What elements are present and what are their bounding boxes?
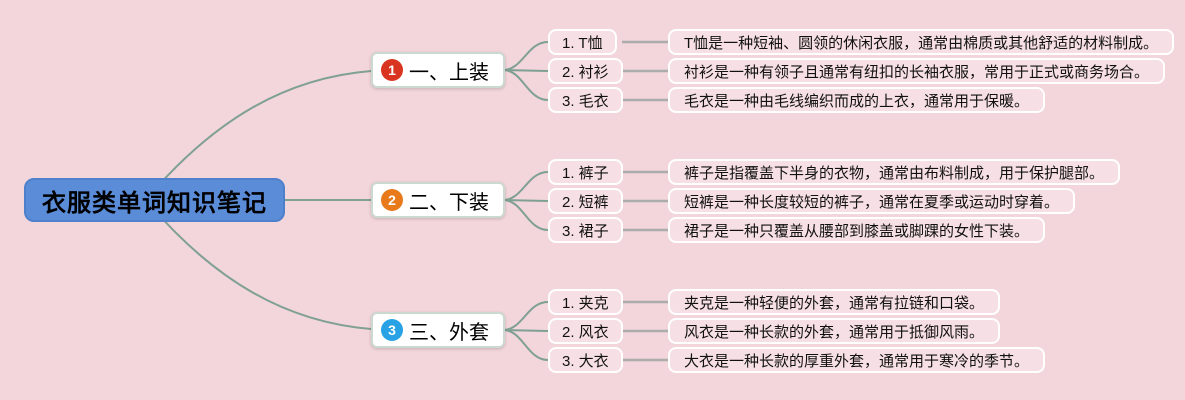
detail-node-overcoat[interactable]: 大衣是一种长款的厚重外套，通常用于寒冷的季节。: [668, 347, 1046, 373]
connector-b2-i1: [502, 171, 549, 201]
detail-node-sweater[interactable]: 毛衣是一种由毛线编织而成的上衣，通常用于保暖。: [668, 87, 1046, 113]
sub-node-shorts[interactable]: 2. 短裤: [548, 188, 623, 214]
detail-node-pants[interactable]: 裤子是指覆盖下半身的衣物，通常由布料制成，用于保护腿部。: [668, 159, 1121, 185]
connector-root-branch1: [149, 70, 372, 196]
connector-b2-i2: [502, 199, 549, 202]
sub-node-jacket[interactable]: 1. 夹克: [548, 289, 623, 315]
connector-b1-i3: [502, 69, 549, 101]
sub-node-shirt[interactable]: 2. 衬衫: [548, 58, 623, 84]
sub-node-tshirt[interactable]: 1. T恤: [548, 29, 617, 55]
connector-b1-i1: [502, 41, 549, 71]
connector-b3-i3: [502, 329, 549, 361]
branch-node-bottoms[interactable]: 2 二、下装: [371, 182, 505, 218]
root-node[interactable]: 衣服类单词知识笔记: [24, 178, 285, 222]
detail-node-shirt[interactable]: 衬衫是一种有领子且通常有纽扣的长袖衣服，常用于正式或商务场合。: [668, 58, 1166, 84]
connector-b3-i2: [502, 329, 549, 332]
detail-node-trenchcoat[interactable]: 风衣是一种长款的外套，通常用于抵御风雨。: [668, 318, 1001, 344]
sub-node-sweater[interactable]: 3. 毛衣: [548, 87, 623, 113]
branch-label: 一、上装: [409, 61, 489, 84]
branch-number-badge: 1: [381, 59, 403, 81]
branch-node-tops[interactable]: 1 一、上装: [371, 52, 505, 88]
branch-label: 三、外套: [409, 321, 489, 344]
detail-node-jacket[interactable]: 夹克是一种轻便的外套，通常有拉链和口袋。: [668, 289, 1001, 315]
connector-b2-i3: [502, 199, 549, 231]
connector-b1-i2: [502, 69, 549, 72]
branch-number-badge: 3: [381, 319, 403, 341]
branch-number-badge: 2: [381, 189, 403, 211]
branch-node-outerwear[interactable]: 3 三、外套: [371, 312, 505, 348]
sub-node-pants[interactable]: 1. 裤子: [548, 159, 623, 185]
sub-node-trenchcoat[interactable]: 2. 风衣: [548, 318, 623, 344]
branch-label: 二、下装: [409, 191, 489, 214]
detail-node-tshirt[interactable]: T恤是一种短袖、圆领的休闲衣服，通常由棉质或其他舒适的材料制成。: [668, 29, 1175, 55]
connector-b3-i1: [502, 301, 549, 331]
connector-root-branch3: [149, 204, 372, 330]
detail-node-skirt[interactable]: 裙子是一种只覆盖从腰部到膝盖或脚踝的女性下装。: [668, 217, 1046, 243]
detail-node-shorts[interactable]: 短裤是一种长度较短的裤子，通常在夏季或运动时穿着。: [668, 188, 1076, 214]
sub-node-skirt[interactable]: 3. 裙子: [548, 217, 623, 243]
sub-node-overcoat[interactable]: 3. 大衣: [548, 347, 623, 373]
